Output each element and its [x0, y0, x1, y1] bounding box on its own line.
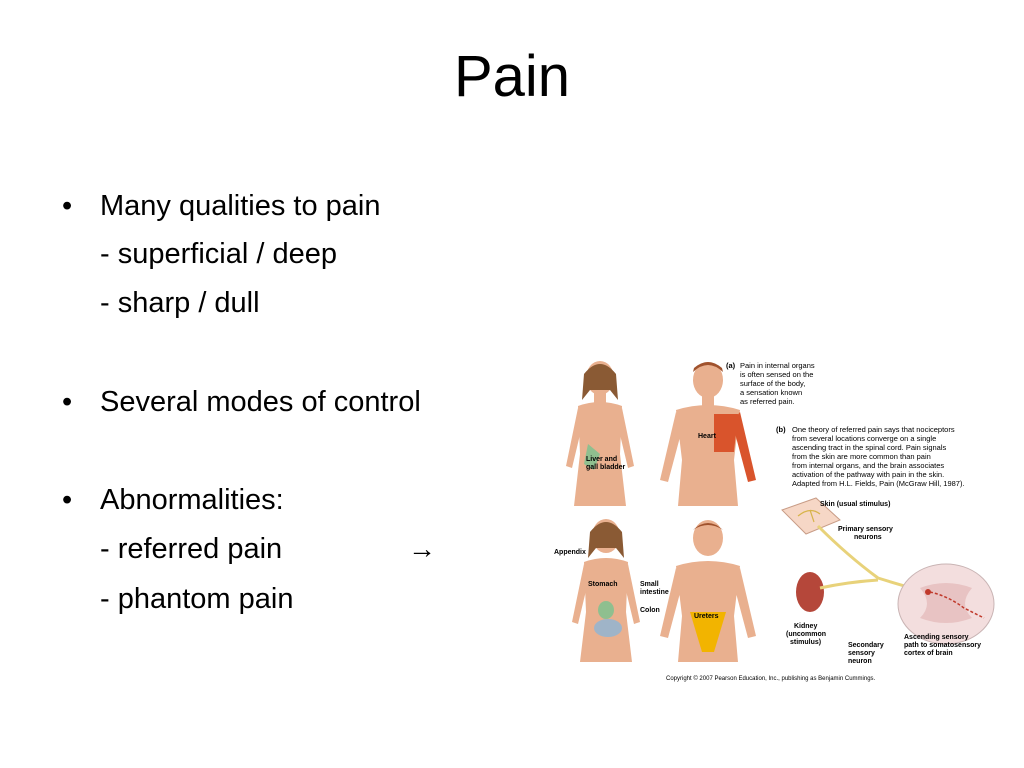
label-ureters: Ureters [694, 613, 719, 620]
liver-referred-zone [584, 444, 600, 470]
label-primary-neurons: Primary sensory [838, 526, 893, 533]
right-arrow-icon: → [408, 533, 436, 564]
bullet-text: - superficial / deep [100, 238, 337, 270]
bullet-text: Abnormalities: [100, 484, 284, 516]
bullet-text: Several modes of control [100, 386, 421, 418]
female-body-top [566, 361, 634, 506]
svg-text:(b): (b) [776, 425, 786, 434]
label-secondary-neuron: sensory [848, 650, 875, 657]
caption-a: (a) Pain in internal organs is often sen… [726, 361, 815, 406]
label-kidney: stimulus) [790, 639, 821, 646]
label-heart: Heart [698, 433, 717, 440]
svg-text:One theory of referred pain sa: One theory of referred pain says that no… [792, 425, 955, 434]
bullet-dot: • [62, 190, 73, 222]
label-secondary-neuron: neuron [848, 658, 872, 665]
label-primary-neurons: neurons [854, 534, 882, 541]
label-secondary-neuron: Secondary [848, 642, 884, 649]
male-body-bottom [660, 520, 756, 662]
bullet-text: - sharp / dull [100, 287, 260, 319]
female-body-bottom [572, 519, 640, 662]
svg-text:activation of the pathway with: activation of the pathway with pain in t… [792, 470, 944, 479]
svg-text:from several locations converg: from several locations converge on a sin… [792, 434, 936, 443]
svg-text:Pain in internal organs: Pain in internal organs [740, 361, 815, 370]
caption-b: (b) One theory of referred pain says tha… [776, 425, 965, 488]
label-appendix: Appendix [554, 549, 586, 556]
referred-pain-illustration: Liver and gall bladder Heart Appendix St… [554, 361, 995, 682]
svg-text:as referred pain.: as referred pain. [740, 397, 795, 406]
svg-text:is often sensed on the: is often sensed on the [740, 370, 813, 379]
bullet-dot: • [62, 386, 73, 418]
svg-text:a sensation known: a sensation known [740, 388, 802, 397]
label-ascending-path: path to somatosensory [904, 642, 981, 649]
svg-text:Adapted from H.L. Fields, Pain: Adapted from H.L. Fields, Pain (McGraw H… [792, 479, 965, 488]
label-kidney: Kidney [794, 623, 817, 630]
figure-copyright: Copyright © 2007 Pearson Education, Inc.… [666, 675, 876, 682]
label-ascending-path: Ascending sensory [904, 634, 969, 641]
svg-text:from the skin are more common: from the skin are more common than pain [792, 452, 931, 461]
label-small-intestine: Small [640, 581, 659, 588]
bullet-text: Many qualities to pain [100, 190, 381, 222]
label-liver: gall bladder [586, 464, 626, 471]
male-body-top [660, 362, 756, 506]
svg-text:surface of the body,: surface of the body, [740, 379, 805, 388]
label-ascending-path: cortex of brain [904, 650, 953, 657]
referred-pain-figure: Liver and gall bladder Heart Appendix St… [548, 356, 1000, 686]
label-skin: Skin (usual stimulus) [820, 501, 890, 508]
label-kidney: (uncommon [786, 631, 826, 638]
heart-referred-zone [732, 412, 756, 482]
bullet-text: - phantom pain [100, 583, 294, 615]
ureter-referred-zone [690, 612, 726, 652]
label-small-intestine: intestine [640, 589, 669, 596]
svg-text:(a): (a) [726, 361, 736, 370]
label-colon: Colon [640, 607, 660, 614]
svg-text:ascending tract in the spinal: ascending tract in the spinal cord. Pain… [792, 443, 947, 452]
referred-pain-schematic [781, 497, 995, 645]
label-liver: Liver and [586, 456, 617, 463]
bullet-dot: • [62, 484, 73, 516]
slide-title: Pain [453, 44, 571, 109]
svg-text:from internal organs, and the: from internal organs, and the brain asso… [792, 461, 944, 470]
bullet-text: - referred pain [100, 533, 283, 565]
label-stomach: Stomach [588, 581, 618, 588]
